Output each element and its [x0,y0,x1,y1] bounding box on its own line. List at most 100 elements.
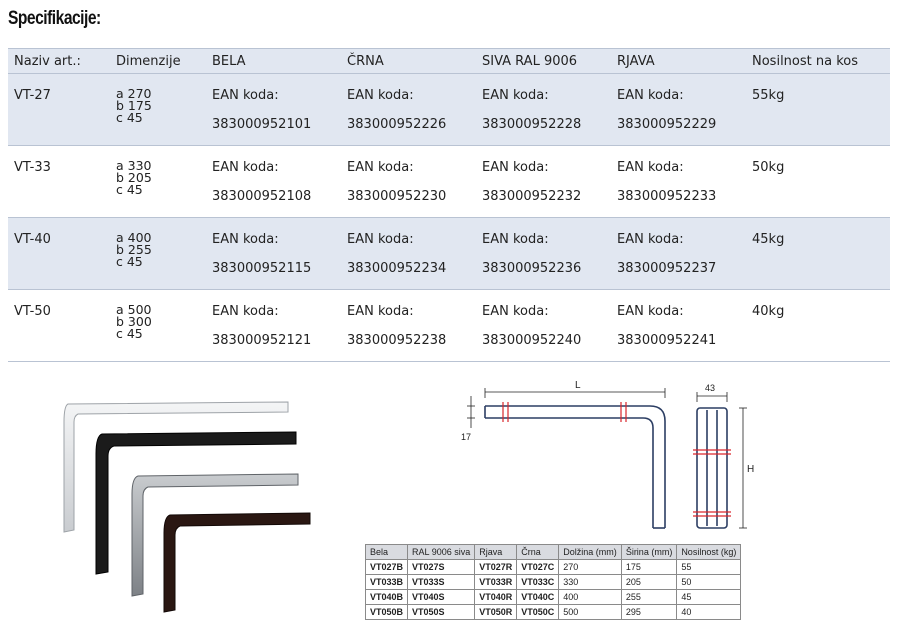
header-black: ČRNA [341,48,476,74]
ean-label: EAN koda: [482,88,549,103]
ean-brown: EAN koda: 383000952233 [611,145,746,218]
length-label: L [575,380,581,391]
ean-label: EAN koda: [482,232,549,247]
dimension-c: c 45 [116,182,143,197]
dimension-c: c 45 [116,110,143,125]
dimension-c: c 45 [116,254,143,269]
dimension-c: c 45 [116,326,143,341]
page-heading: Specifikacije: [8,8,101,29]
ean-code: 383000952226 [347,117,447,132]
dimension-b: b 205 [116,170,152,185]
width-value: 175 [620,559,678,575]
ean-code: 383000952228 [482,117,582,132]
ean-white: EAN koda:383000952108 [206,145,341,218]
load-value: 50 [676,574,742,590]
ean-code: 383000952230 [347,189,447,204]
code-black: VT040C [516,589,560,605]
black-bracket [95,431,297,575]
dimension-a: a 500 [116,302,152,317]
load-value: 40 [676,604,742,620]
front-view [696,407,728,529]
ean-grey: EAN koda:383000952232 [476,145,611,218]
dimension-a: a 400 [116,230,152,245]
ean-white: EAN koda:383000952121 [206,289,341,362]
brown-bracket [163,512,311,613]
ean-code: 383000952241 [617,333,717,348]
header-length: Dolžina (mm) [558,544,622,560]
dimension-a: a 330 [116,158,152,173]
code-grey: VT050S [407,604,476,620]
article-row: VT027B VT027S VT027R VT027C 270 175 55 [364,559,742,575]
header-article-name: Naziv art.: [8,48,110,74]
code-grey: VT033S [407,574,476,590]
width-value: 295 [620,604,678,620]
ean-label: EAN koda: [482,160,549,175]
code-brown: VT033R [474,574,518,590]
height-label: H [747,464,754,475]
ean-black: EAN koda: 383000952226 [341,73,476,146]
length-value: 270 [558,559,622,575]
code-white: VT040B [364,589,409,605]
ean-code: 383000952121 [212,333,312,348]
ean-label: EAN koda: [212,88,279,103]
header-grey: RAL 9006 siva [407,544,476,560]
load-capacity: 55kg [746,73,890,146]
ean-label: EAN koda: [347,88,414,103]
depth-dimension [696,392,728,402]
ean-code: 383000952233 [617,189,717,204]
ean-label: EAN koda: [617,88,684,103]
article-code-table: Bela RAL 9006 siva Rjava Črna Dolžina (m… [364,544,742,620]
header-white: BELA [206,48,341,74]
code-brown: VT027R [474,559,518,575]
ean-black: EAN koda:383000952238 [341,289,476,362]
white-bracket [63,401,289,533]
ean-code: 383000952237 [617,261,717,276]
thickness-label: 17 [461,432,471,442]
grey-bracket [131,473,299,597]
code-brown: VT040R [474,589,518,605]
ean-label: EAN koda: [617,304,684,319]
header-black: Črna [516,544,560,560]
load-value: 55 [676,559,742,575]
ean-grey: EAN koda:383000952236 [476,217,611,290]
mounting-marks [502,402,627,422]
ean-black: EAN koda:383000952234 [341,217,476,290]
ean-code: 383000952101 [212,117,312,132]
code-black: VT050C [516,604,560,620]
header-brown: Rjava [474,544,518,560]
header-dimensions: Dimenzije [110,48,206,74]
ean-code: 383000952240 [482,333,582,348]
code-brown: VT050R [474,604,518,620]
header-width: Širina (mm) [620,544,678,560]
length-value: 400 [558,589,622,605]
dimension-b: b 175 [116,98,152,113]
article-name: VT-27 [8,73,110,146]
ean-label: EAN koda: [212,232,279,247]
specification-table: Naziv art.: Dimenzije BELA ČRNA SIVA RAL… [8,48,890,362]
article-name: VT-33 [8,145,110,218]
ean-black: EAN koda:383000952230 [341,145,476,218]
width-value: 255 [620,589,678,605]
ean-label: EAN koda: [347,232,414,247]
spec-header-row: Naziv art.: Dimenzije BELA ČRNA SIVA RAL… [8,48,890,74]
ean-grey: EAN koda:383000952240 [476,289,611,362]
dimension-b: b 300 [116,314,152,329]
length-dimension [484,388,666,398]
header-load: Nosilnost (kg) [676,544,742,560]
code-grey: VT040S [407,589,476,605]
ean-code: 383000952229 [617,117,717,132]
ean-code: 383000952108 [212,189,312,204]
ean-label: EAN koda: [617,160,684,175]
side-view [484,405,666,529]
thickness-dimension [467,396,475,428]
header-load-capacity: Nosilnost na kos [746,48,890,74]
length-value: 330 [558,574,622,590]
ean-white: EAN koda:383000952115 [206,217,341,290]
